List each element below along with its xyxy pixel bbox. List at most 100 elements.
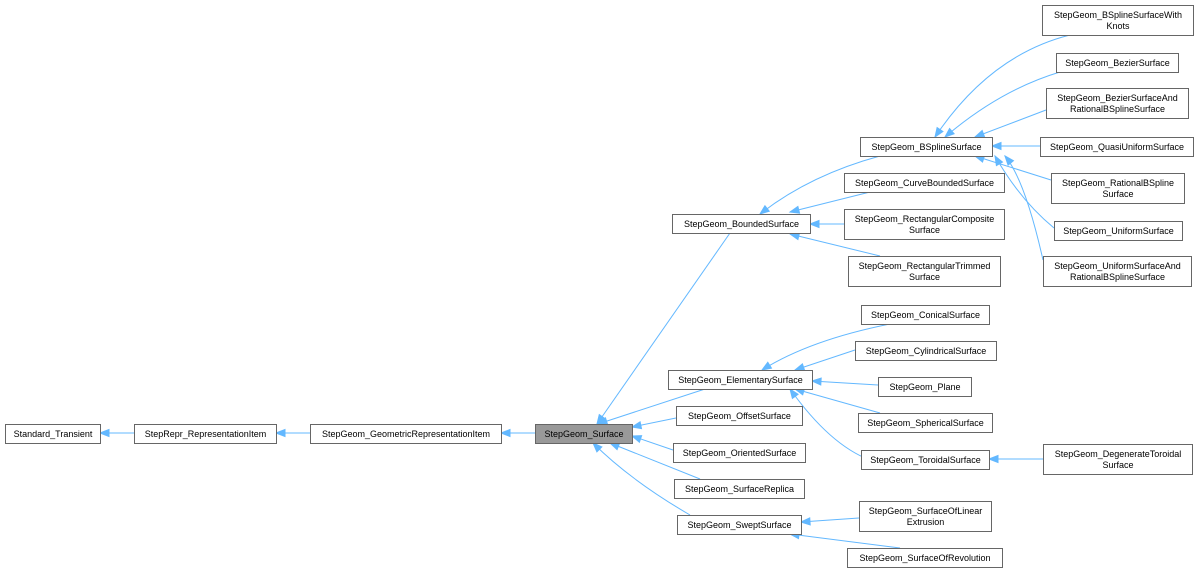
inheritance-edge [793, 387, 881, 414]
node-label: StepGeom_Surface [544, 429, 623, 439]
node-box [855, 341, 997, 361]
node-label: StepGeom_SurfaceOfLinear [869, 506, 983, 516]
node-label: StepGeom_RationalBSpline [1062, 178, 1174, 188]
edge-arrowhead [799, 517, 811, 526]
class-node-uniform-rational[interactable]: StepGeom_UniformSurfaceAndRationalBSplin… [1043, 256, 1192, 287]
node-label: StepGeom_RectangularComposite [855, 214, 995, 224]
node-box [134, 424, 277, 444]
node-box [674, 479, 805, 499]
edge-line [794, 349, 856, 371]
class-node-bounded-surface[interactable]: StepGeom_BoundedSurface [672, 214, 811, 234]
class-node-elementary-surface[interactable]: StepGeom_ElementarySurface [668, 370, 813, 390]
node-box [1046, 88, 1189, 119]
inheritance-edge [98, 428, 134, 438]
node-label: Knots [1106, 21, 1130, 31]
edge-line [934, 34, 1071, 138]
class-node-surface[interactable]: StepGeom_Surface [535, 424, 633, 444]
node-box [676, 406, 803, 426]
edge-arrowhead [630, 435, 643, 444]
node-label: StepGeom_BezierSurfaceAnd [1057, 93, 1178, 103]
class-node-conical-surface[interactable]: StepGeom_ConicalSurface [861, 305, 990, 325]
node-box [1051, 173, 1185, 204]
node-label: RationalBSplineSurface [1070, 104, 1165, 114]
node-label: RationalBSplineSurface [1070, 272, 1165, 282]
edge-arrowhead [760, 361, 773, 371]
class-node-bezier-surface[interactable]: StepGeom_BezierSurface [1056, 53, 1179, 73]
node-box [844, 173, 1005, 193]
class-node-curve-bounded-surface[interactable]: StepGeom_CurveBoundedSurface [844, 173, 1005, 193]
inheritance-edge [788, 232, 881, 257]
node-label: StepGeom_DegenerateToroidal [1055, 449, 1182, 459]
node-label: StepGeom_ElementarySurface [678, 375, 803, 385]
edge-line [759, 155, 881, 215]
node-box [860, 137, 993, 157]
node-label: Surface [1102, 460, 1133, 470]
edge-line [609, 442, 701, 480]
edge-line [789, 533, 901, 549]
class-node-geom-repr-item[interactable]: StepGeom_GeometricRepresentationItem [310, 424, 502, 444]
class-node-standard-transient[interactable]: Standard_Transient [5, 424, 101, 444]
node-box [861, 450, 990, 470]
node-box [1056, 53, 1179, 73]
class-node-surface-revolution[interactable]: StepGeom_SurfaceOfRevolution [847, 548, 1003, 568]
class-node-repr-item[interactable]: StepRepr_RepresentationItem [134, 424, 277, 444]
node-label: StepGeom_CylindricalSurface [866, 346, 987, 356]
node-label: StepRepr_RepresentationItem [145, 429, 267, 439]
node-box [844, 209, 1005, 240]
class-node-uniform-surface[interactable]: StepGeom_UniformSurface [1054, 221, 1183, 241]
inheritance-edge [274, 428, 310, 438]
node-label: StepGeom_GeometricRepresentationItem [322, 429, 490, 439]
node-box [1042, 5, 1194, 36]
edge-arrowhead [994, 154, 1004, 167]
edge-arrowhead [990, 141, 1002, 151]
class-node-spherical-surface[interactable]: StepGeom_SphericalSurface [858, 413, 993, 433]
edge-line [597, 388, 706, 425]
class-node-bspline-surface[interactable]: StepGeom_BSplineSurface [860, 137, 993, 157]
node-box [1040, 137, 1194, 157]
edge-arrowhead [808, 219, 820, 229]
edge-arrowhead [1004, 154, 1015, 167]
node-label: Surface [909, 272, 940, 282]
node-label: StepGeom_BezierSurface [1065, 58, 1170, 68]
node-box [858, 413, 993, 433]
edge-line [596, 232, 731, 425]
class-node-toroidal-surface[interactable]: StepGeom_ToroidalSurface [861, 450, 990, 470]
inheritance-edge [760, 323, 891, 371]
node-label: StepGeom_QuasiUniformSurface [1050, 142, 1184, 152]
node-box [859, 501, 992, 532]
edge-arrowhead [987, 454, 999, 464]
edge-line [789, 191, 871, 213]
class-node-oriented-surface[interactable]: StepGeom_OrientedSurface [673, 443, 806, 463]
class-node-cylindrical-surface[interactable]: StepGeom_CylindricalSurface [855, 341, 997, 361]
inheritance-edge [810, 377, 879, 386]
node-label: StepGeom_SphericalSurface [867, 418, 984, 428]
inheritance-edge [592, 442, 691, 516]
node-box [535, 424, 633, 444]
inheritance-edge [788, 191, 871, 214]
class-node-plane[interactable]: StepGeom_Plane [878, 377, 972, 397]
node-label: StepGeom_UniformSurfaceAnd [1054, 261, 1181, 271]
class-node-quasi-uniform[interactable]: StepGeom_QuasiUniformSurface [1040, 137, 1194, 157]
node-box [668, 370, 813, 390]
inheritance-edge [943, 71, 1061, 138]
class-node-surface-replica[interactable]: StepGeom_SurfaceReplica [674, 479, 805, 499]
node-box [672, 214, 811, 234]
class-node-bezier-rational[interactable]: StepGeom_BezierSurfaceAndRationalBSpline… [1046, 88, 1189, 119]
node-label: StepGeom_SurfaceOfRevolution [859, 553, 990, 563]
node-label: StepGeom_UniformSurface [1063, 226, 1174, 236]
class-node-swept-surface[interactable]: StepGeom_SweptSurface [677, 515, 802, 535]
edge-arrowhead [789, 387, 799, 400]
class-node-rational-bspline[interactable]: StepGeom_RationalBSplineSurface [1051, 173, 1185, 204]
inheritance-edge [758, 155, 881, 215]
edge-arrowhead [810, 377, 822, 386]
edge-arrowhead [499, 428, 511, 438]
edge-line [800, 517, 860, 523]
node-label: Extrusion [907, 517, 945, 527]
inheritance-edge [1004, 154, 1044, 261]
class-node-offset-surface[interactable]: StepGeom_OffsetSurface [676, 406, 803, 426]
